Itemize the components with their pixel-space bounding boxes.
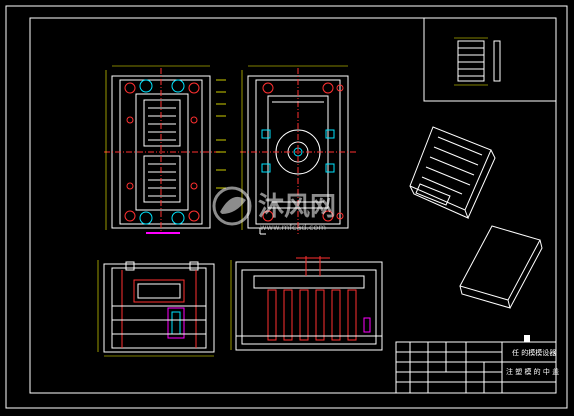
part-detail-box xyxy=(423,17,557,102)
watermark-url: www.mfcad.com xyxy=(260,223,326,232)
watermark-title: 沐风网 xyxy=(258,192,336,222)
isometric-view-cover xyxy=(409,126,496,219)
drawing-outer-frame xyxy=(5,5,568,409)
drawing-inner-frame xyxy=(29,17,557,394)
title-block-school: 任 的模模设器 xyxy=(512,348,556,357)
mold-section-view-left xyxy=(97,260,215,357)
mold-section-view-right xyxy=(230,256,383,351)
watermark: 沐风网 www.mfcad.com xyxy=(212,186,336,232)
title-block: 任 的模模设器 注 塑 模 的 中 盖 xyxy=(395,335,559,394)
isometric-view-plate xyxy=(459,225,543,309)
watermark-logo-icon xyxy=(212,186,252,226)
mold-plan-view-right xyxy=(240,65,356,235)
title-block-drawing-name: 注 塑 模 的 中 盖 xyxy=(506,367,559,376)
mold-plan-view-left xyxy=(104,65,226,234)
